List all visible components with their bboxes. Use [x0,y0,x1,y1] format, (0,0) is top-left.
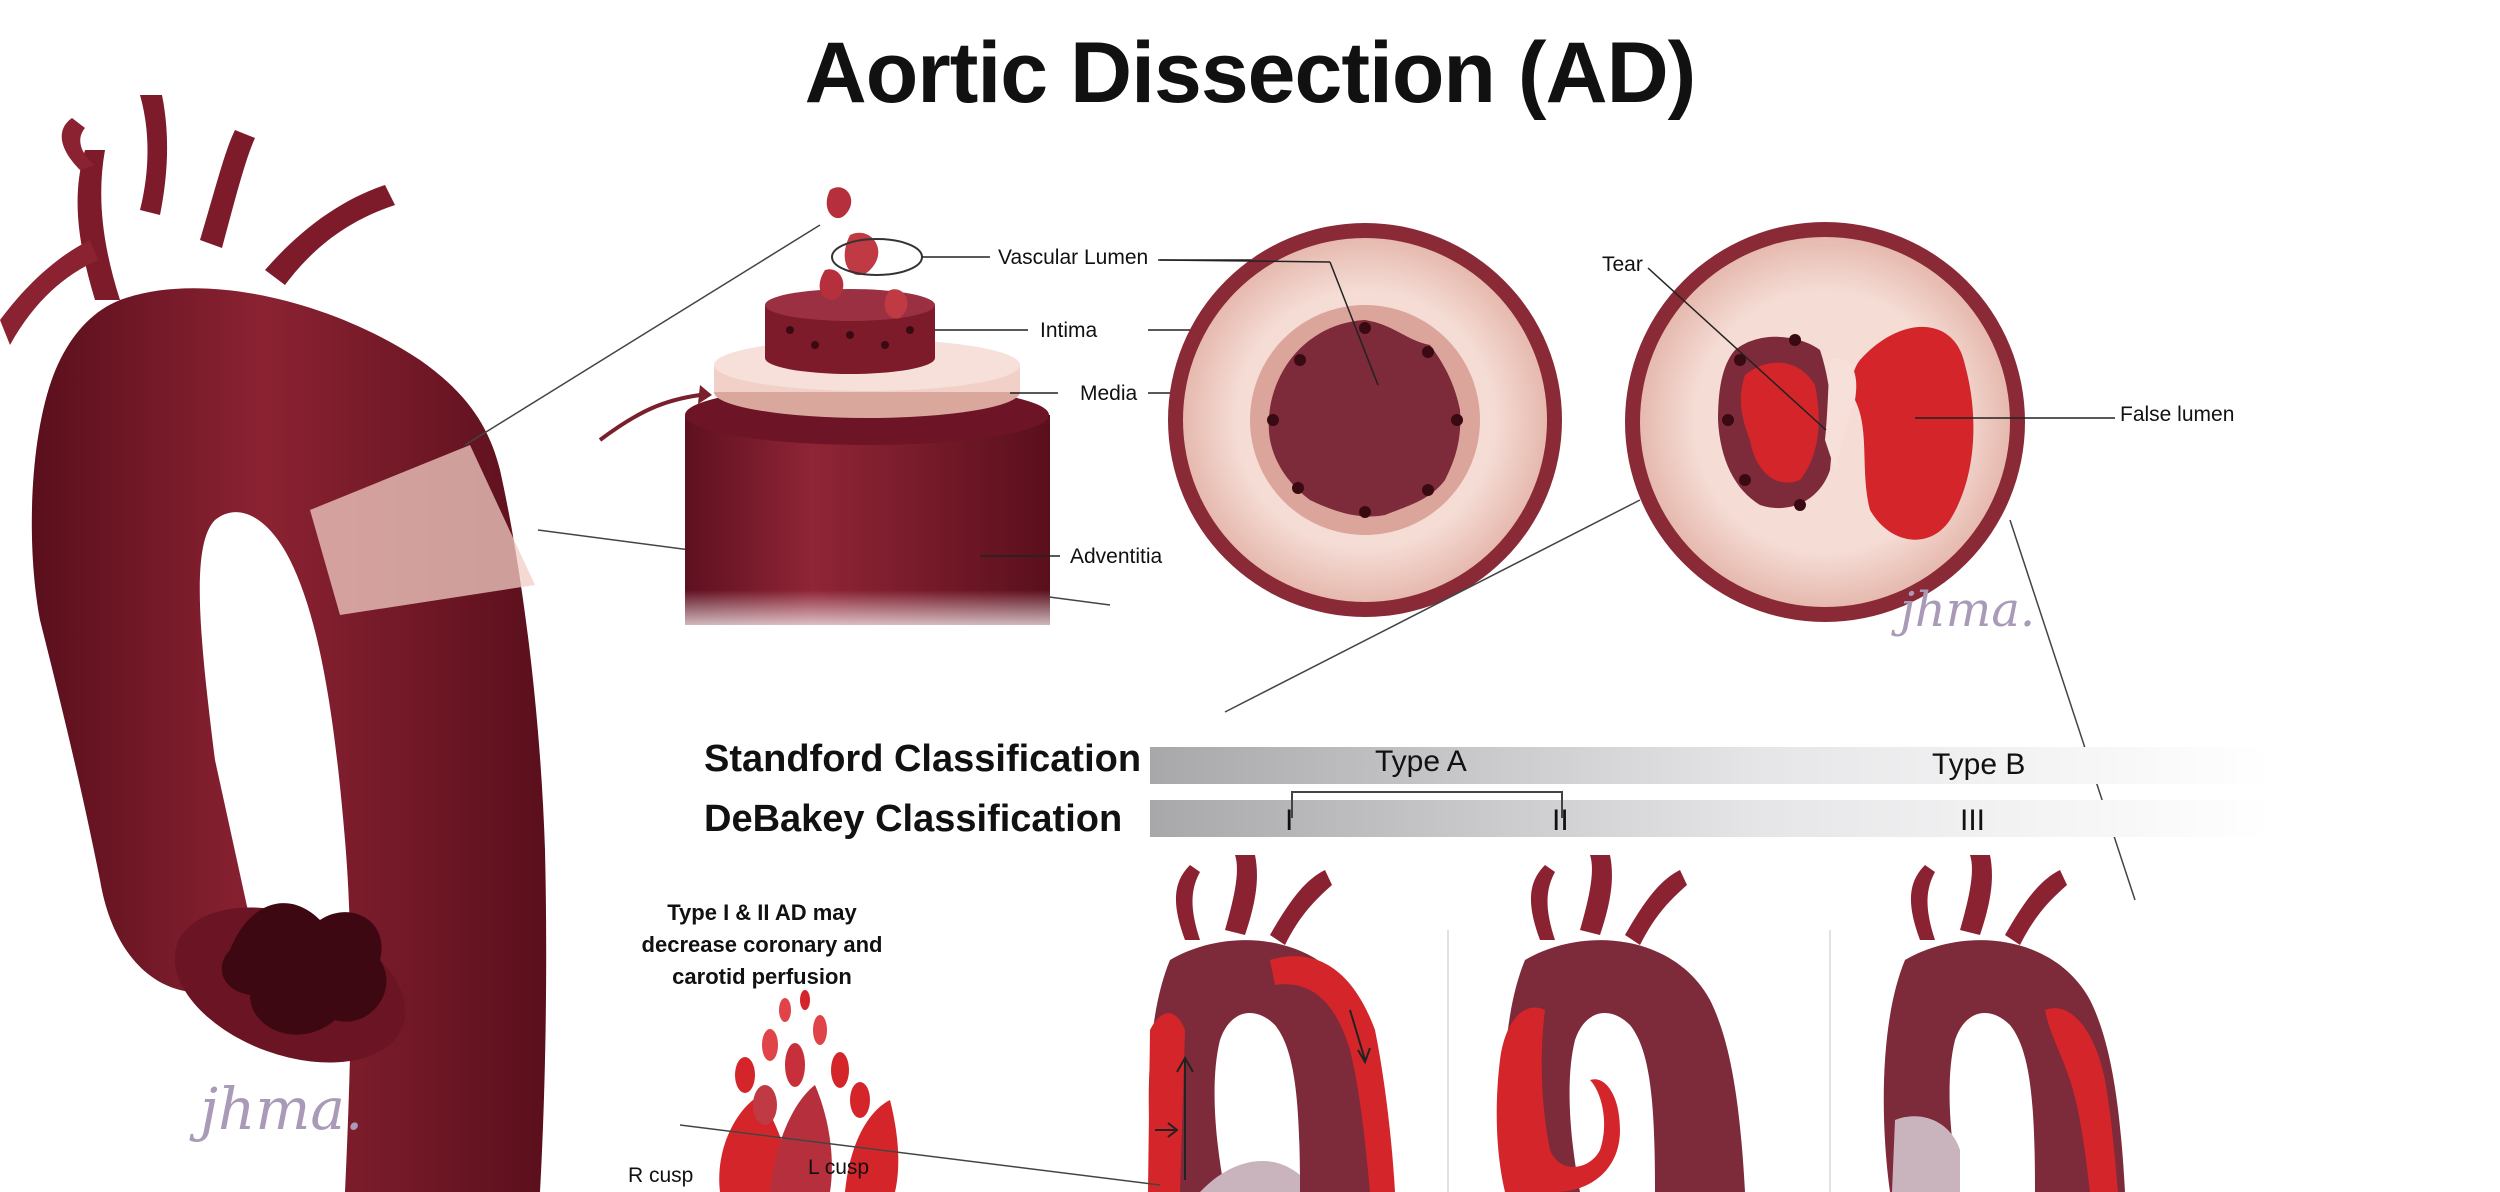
page-title: Aortic Dissection (AD) [804,25,1697,121]
debakey-type-iii-diagram [1883,855,2125,1192]
perfusion-note: Type I & II AD may decrease coronary and… [641,900,883,989]
debakey-ii-label: II [1552,804,1569,837]
debakey-type-ii-diagram [1496,855,1745,1192]
aorta-illustration [0,95,547,1192]
debakey-iii-label: III [1960,804,1986,837]
aortic-valve-illustration [719,990,899,1192]
vessel-wall-layers [598,187,1050,640]
standford-classification-label: Standford Classification [704,738,1142,780]
label-l-cusp: L cusp [808,1156,870,1179]
label-media: Media [1080,382,1138,405]
watermark-signature: jhma. [1900,582,2036,638]
label-intima: Intima [1040,319,1098,342]
label-r-cusp: R cusp [628,1164,694,1187]
label-tear: Tear [1602,253,1643,276]
debakey-classification-label: DeBakey Classification [704,798,1123,840]
label-adventitia: Adventitia [1070,545,1163,568]
type-a-label: Type A [1375,745,1467,778]
type-b-label: Type B [1932,748,2026,781]
debakey-band [1150,800,2270,837]
debakey-type-i-diagram [1148,855,1395,1192]
watermark-signature: jhma. [200,1075,364,1143]
normal-cross-section [1168,223,1562,617]
debakey-i-label: I [1285,804,1294,837]
standford-band [1150,747,2270,784]
label-vascular-lumen: Vascular Lumen [998,246,1149,269]
label-false-lumen: False lumen [2120,403,2235,426]
dissected-cross-section [1625,222,2025,622]
